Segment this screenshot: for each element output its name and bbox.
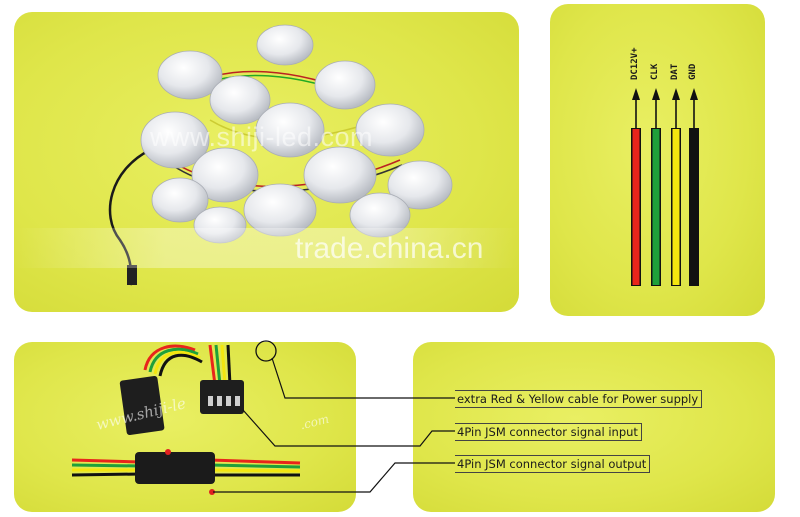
wire-arrow-head-icon: [632, 88, 640, 100]
label-signal-input: 4Pin JSM connector signal input: [455, 423, 642, 441]
wire-arrow-head-icon: [672, 88, 680, 100]
watermark-trade: trade.china.cn: [295, 232, 484, 265]
watermark-shiji: www.shiji-led.com: [150, 122, 374, 152]
wire-arrow-head-icon: [690, 88, 698, 100]
wire-dat: [672, 129, 680, 285]
label-signal-output: 4Pin JSM connector signal output: [455, 455, 651, 473]
wire-arrow-head-icon: [652, 88, 660, 100]
wire-clk: [652, 129, 660, 285]
watermark-band: [14, 228, 519, 268]
label-power-supply: extra Red & Yellow cable for Power suppl…: [455, 390, 703, 408]
wire-dc12v: [632, 129, 640, 285]
wire-gnd: [690, 129, 698, 285]
product-photo-panel: [14, 12, 519, 312]
legend-panel: [413, 342, 775, 512]
